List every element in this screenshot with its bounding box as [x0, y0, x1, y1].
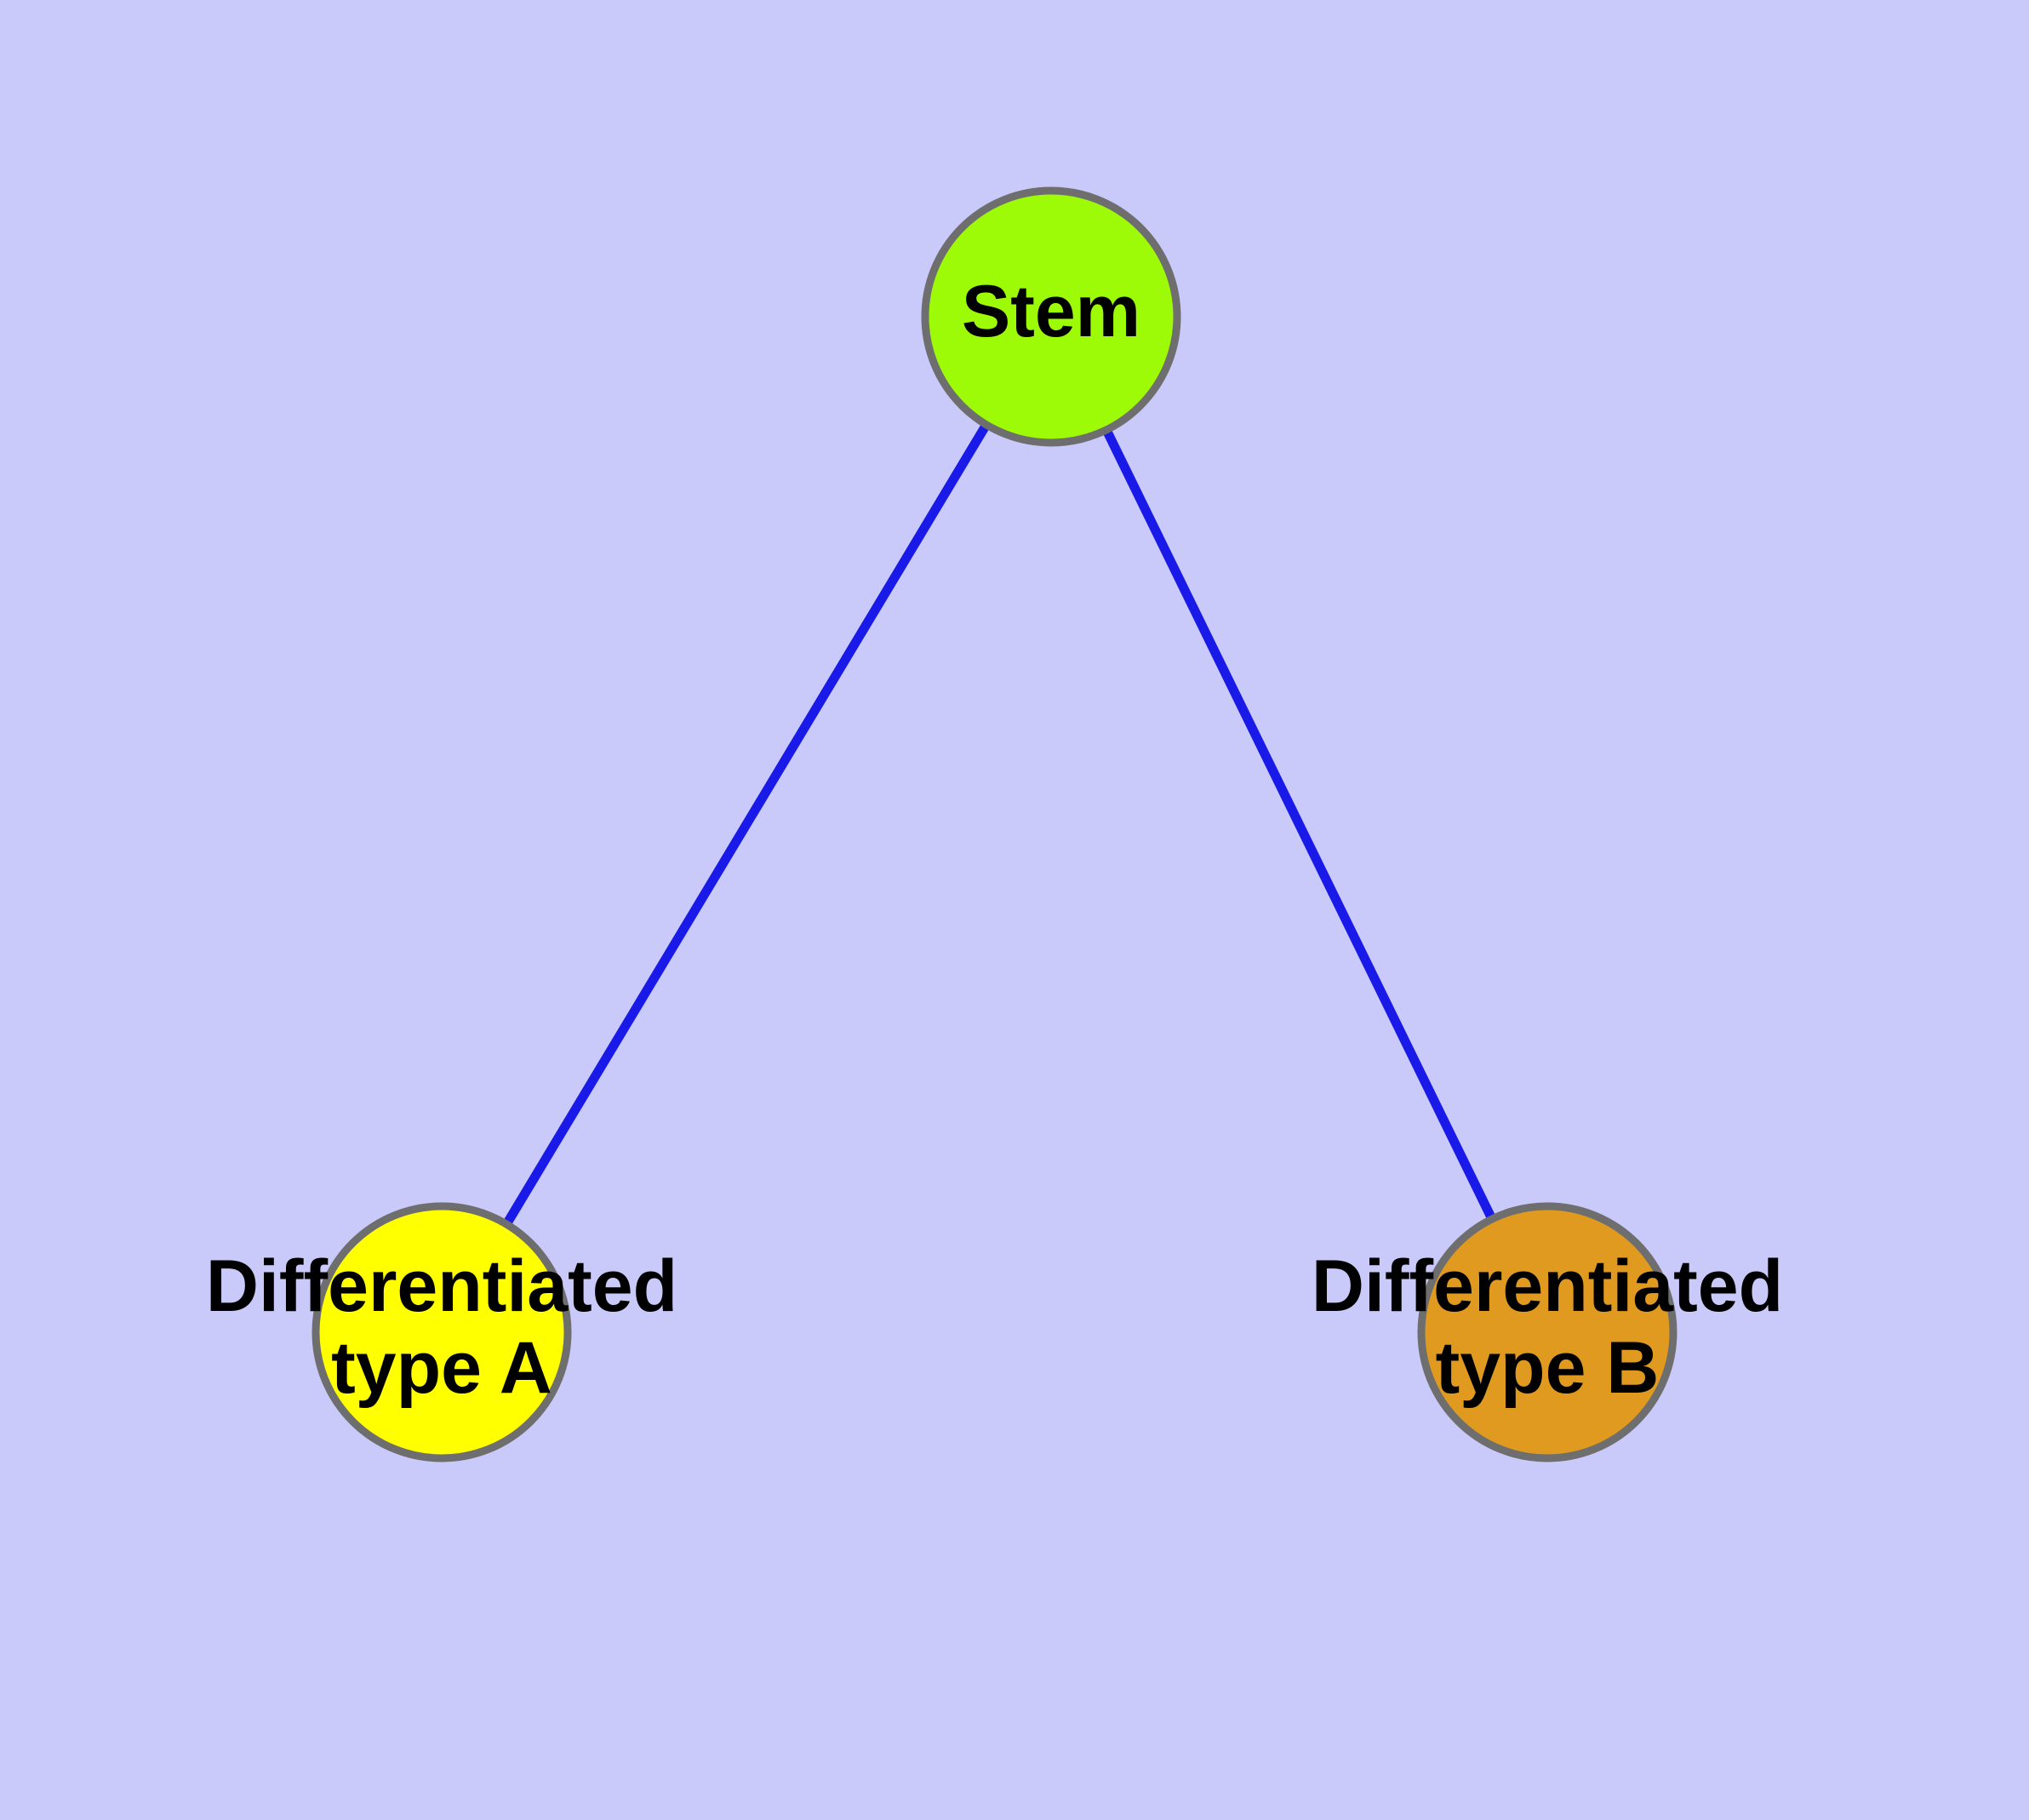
node-differentiated-type-b-circle[interactable]: [1417, 1202, 1677, 1462]
edge-stem-to-differentiated-type-a[interactable]: [437, 314, 1055, 1335]
node-differentiated-type-a-circle[interactable]: [311, 1202, 572, 1462]
edges-layer: [437, 314, 1552, 1335]
node-stem[interactable]: Stem: [921, 186, 1181, 447]
node-stem-circle[interactable]: [921, 186, 1181, 447]
edge-stem-to-differentiated-type-b[interactable]: [1047, 314, 1552, 1335]
node-stem-label: Stem: [962, 271, 1140, 352]
